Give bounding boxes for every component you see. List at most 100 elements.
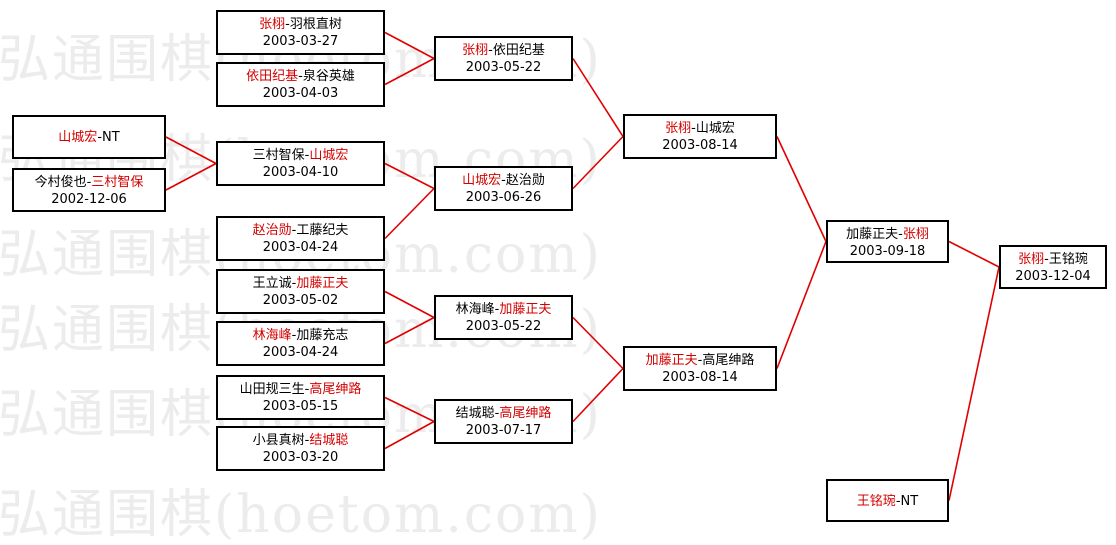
- match-date: 2003-05-22: [465, 319, 542, 334]
- player-separator: -: [1044, 252, 1049, 267]
- player-separator: -: [97, 130, 103, 145]
- match-box-m13: 林海峰-加藤正夫 2003-05-22: [434, 295, 573, 340]
- player-1: 张栩: [462, 43, 489, 58]
- player-2: 赵治勋: [505, 173, 545, 188]
- match-date: 2003-06-26: [465, 190, 542, 205]
- match-players: 加藤正夫-张栩: [828, 226, 947, 243]
- player-separator: -: [488, 43, 493, 58]
- match-players: 王铭琬-NT: [828, 493, 947, 510]
- bracket-line-m12-m15: [572, 135, 624, 190]
- player-1: 小县真树: [252, 433, 305, 448]
- match-date: 2003-04-24: [262, 240, 339, 255]
- player-2: 高尾绅路: [309, 382, 362, 397]
- player-1: 依田纪基: [246, 69, 299, 84]
- match-date: 2003-08-14: [662, 370, 738, 385]
- match-date: 2003-03-20: [262, 450, 339, 465]
- match-date: 2003-04-24: [262, 345, 339, 360]
- match-date: 2002-12-06: [51, 192, 127, 207]
- match-players: 今村俊也-三村智保: [14, 174, 164, 191]
- player-2: 工藤纪夫: [296, 223, 349, 238]
- player-2: 山城宏: [695, 121, 735, 136]
- bracket-line-m8-m13: [384, 316, 435, 345]
- bracket-line-m11-m15: [572, 58, 624, 137]
- match-players: 山城宏-赵治勋: [436, 172, 571, 189]
- match-date: 2003-03-27: [262, 34, 339, 49]
- player-2: 结城聪: [309, 433, 349, 448]
- player-1: 山田规三生: [239, 382, 305, 397]
- player-separator: -: [285, 17, 290, 32]
- bracket-line-m13-m16: [572, 316, 624, 370]
- match-date: 2003-04-10: [262, 165, 339, 180]
- player-separator: -: [691, 121, 696, 136]
- player-separator: -: [494, 302, 500, 317]
- player-separator: -: [291, 328, 297, 343]
- player-2: 高尾绅路: [499, 406, 552, 421]
- match-date: 2003-07-17: [465, 423, 542, 438]
- match-players: 赵治勋-工藤纪夫: [218, 222, 383, 239]
- player-separator: -: [895, 494, 901, 509]
- match-players: 小县真树-结城聪: [218, 432, 383, 449]
- bracket-line-m1-m11: [384, 31, 435, 60]
- match-box-m3: 山城宏-NT: [12, 115, 166, 159]
- player-2: 山城宏: [309, 148, 349, 163]
- player-2: 高尾绅路: [702, 353, 755, 368]
- player-separator: -: [304, 148, 310, 163]
- player-1: 加藤正夫: [645, 353, 698, 368]
- match-box-m5: 三村智保-山城宏 2003-04-10: [216, 141, 385, 186]
- bracket-line-m15-m17: [776, 136, 827, 242]
- player-1: 王立诚: [252, 276, 292, 291]
- bracket-line-m18-m19: [948, 266, 1000, 501]
- player-1: 张栩: [665, 121, 692, 136]
- player-2: 泉谷英雄: [302, 69, 355, 84]
- player-1: 加藤正夫: [846, 227, 899, 242]
- player-2: NT: [102, 130, 120, 145]
- match-players: 林海峰-加藤充志: [218, 327, 383, 344]
- player-2: NT: [900, 494, 919, 509]
- match-players: 山田规三生-高尾绅路: [218, 381, 383, 398]
- match-players: 依田纪基-泉谷英雄: [218, 68, 383, 85]
- bracket-line-m6-m12: [384, 187, 435, 240]
- player-2: 羽根直树: [289, 17, 342, 32]
- player-separator: -: [898, 227, 903, 242]
- player-1: 三村智保: [252, 148, 305, 163]
- player-separator: -: [494, 406, 500, 421]
- match-players: 张栩-山城宏: [625, 120, 775, 137]
- player-2: 加藤正夫: [499, 302, 552, 317]
- bracket-line-m9-m14: [384, 396, 435, 423]
- player-1: 王铭琬: [856, 494, 896, 509]
- player-separator: -: [291, 276, 297, 291]
- bracket-line-m4-m5: [165, 162, 217, 191]
- bracket-line-m16-m17: [776, 241, 827, 369]
- match-players: 张栩-依田纪基: [436, 42, 571, 59]
- match-players: 加藤正夫-高尾绅路: [625, 352, 775, 369]
- player-2: 三村智保: [91, 175, 144, 190]
- bracket-line-m14-m16: [572, 367, 624, 423]
- player-separator: -: [697, 353, 703, 368]
- player-separator: -: [304, 433, 310, 448]
- match-date: 2003-05-02: [262, 293, 339, 308]
- match-players: 结城聪-高尾绅路: [436, 405, 571, 422]
- player-1: 今村俊也: [34, 175, 87, 190]
- player-1: 结城聪: [455, 406, 495, 421]
- player-2: 依田纪基: [492, 43, 545, 58]
- player-1: 张栩: [1018, 252, 1045, 267]
- match-date: 2003-05-15: [262, 399, 339, 414]
- match-date: 2003-09-18: [849, 244, 926, 259]
- bracket-line-m7-m13: [384, 290, 435, 319]
- match-date: 2003-12-04: [1015, 269, 1091, 284]
- bracket-line-m10-m14: [384, 420, 435, 450]
- bracket-line-m5-m12: [384, 162, 435, 190]
- player-1: 林海峰: [455, 302, 495, 317]
- player-2: 王铭琬: [1048, 252, 1088, 267]
